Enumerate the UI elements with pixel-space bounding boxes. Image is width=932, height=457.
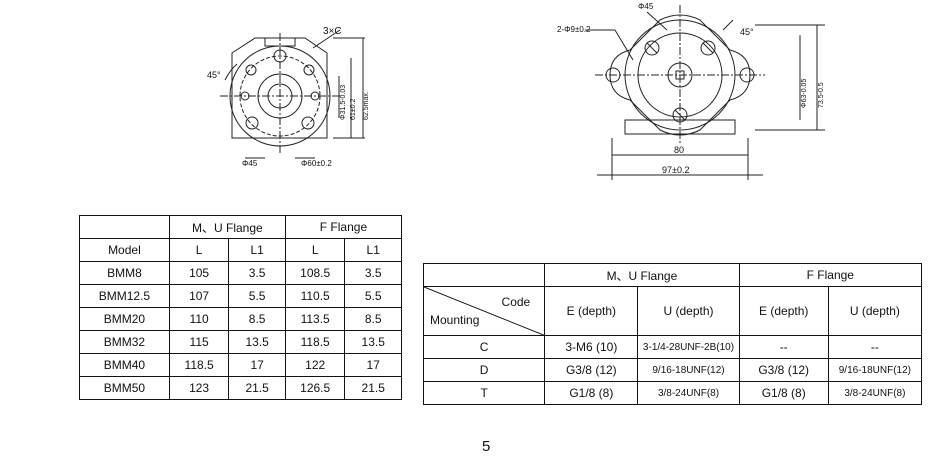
left-dim3-label: 62.5max. — [363, 91, 370, 120]
model-cell: BMM50 — [79, 376, 170, 400]
value-cell: -- — [738, 335, 829, 359]
col-u-depth-header: U (depth) — [637, 286, 740, 336]
left-dim1-label: Φ31.5-0.03 — [340, 85, 347, 120]
value-cell: 118.5 — [168, 353, 230, 377]
value-cell: 8.5 — [344, 307, 402, 331]
right-width2-label: 97±0.2 — [662, 165, 689, 175]
mu-flange-header: M、U Flange — [544, 263, 740, 287]
value-cell: 3/8-24UNF(8) — [637, 381, 740, 405]
value-cell: 3/8-24UNF(8) — [827, 381, 923, 405]
table-row: BMM12.5 107 5.5 110.5 5.5 — [79, 284, 402, 308]
value-cell: 105 — [168, 261, 230, 285]
right-flange-svg: 2-Φ9±0.2 Φ45 45° Φ63-0.05 73.5-0.5 80 97… — [557, 2, 825, 180]
model-cell: BMM8 — [79, 261, 170, 285]
value-cell: 5.5 — [228, 284, 286, 308]
right-dim-v1-label: Φ63-0.05 — [801, 79, 808, 108]
f-flange-header: F Flange — [284, 215, 403, 239]
code-label: Code — [501, 295, 531, 309]
value-cell: 115 — [168, 330, 230, 354]
value-cell: 107 — [168, 284, 230, 308]
value-cell: 9/16-18UNF(12) — [637, 358, 740, 382]
value-cell: G1/8 (8) — [738, 381, 829, 405]
col-e-depth-header: E (depth) — [738, 286, 829, 336]
f-flange-header: F Flange — [738, 263, 923, 287]
value-cell: 122 — [284, 353, 346, 377]
right-dim-v2-label: 73.5-0.5 — [818, 82, 825, 108]
value-cell: G3/8 (12) — [544, 358, 639, 382]
mu-flange-header: M、U Flange — [168, 215, 286, 239]
value-cell: 3-M6 (10) — [544, 335, 639, 359]
col-u-depth-header: U (depth) — [827, 286, 923, 336]
model-cell: BMM20 — [79, 307, 170, 331]
mounting-code-table: M、U Flange F Flange Code Mounting E (dep… — [422, 263, 923, 405]
value-cell: 9/16-18UNF(12) — [827, 358, 923, 382]
value-cell: G3/8 (12) — [738, 358, 829, 382]
col-l-header: L — [284, 238, 346, 262]
value-cell: 110.5 — [284, 284, 346, 308]
table-row: BMM40 118.5 17 122 17 — [79, 353, 402, 377]
model-cell: BMM32 — [79, 330, 170, 354]
table-row: BMM50 123 21.5 126.5 21.5 — [79, 376, 402, 400]
col-l1-header: L1 — [344, 238, 402, 262]
right-holes-label: 2-Φ9±0.2 — [557, 25, 591, 34]
value-cell: 118.5 — [284, 330, 346, 354]
page-number: 5 — [482, 438, 491, 455]
col-e-depth-header: E (depth) — [544, 286, 639, 336]
left-angle-label: 45° — [207, 70, 221, 80]
right-dia-top-label: Φ45 — [638, 2, 654, 11]
table-row: BMM8 105 3.5 108.5 3.5 — [79, 261, 402, 285]
value-cell: 17 — [344, 353, 402, 377]
value-cell: 5.5 — [344, 284, 402, 308]
left-dia-bottom-label: Φ45 — [242, 159, 258, 168]
value-cell: 3-1/4-28UNF-2B(10) — [637, 335, 740, 359]
left-holes-label: 3×C — [323, 26, 342, 37]
value-cell: 3.5 — [344, 261, 402, 285]
value-cell: 126.5 — [284, 376, 346, 400]
value-cell: 8.5 — [228, 307, 286, 331]
value-cell: 108.5 — [284, 261, 346, 285]
value-cell: -- — [827, 335, 923, 359]
table-row: BMM32 115 13.5 118.5 13.5 — [79, 330, 402, 354]
value-cell: 123 — [168, 376, 230, 400]
value-cell: 110 — [168, 307, 230, 331]
code-mounting-corner: Code Mounting — [422, 286, 546, 336]
table-row: D G3/8 (12) 9/16-18UNF(12) G3/8 (12) 9/1… — [422, 358, 923, 382]
value-cell: 21.5 — [228, 376, 286, 400]
table-row: BMM20 110 8.5 113.5 8.5 — [79, 307, 402, 331]
mounting-cell: C — [422, 335, 546, 359]
value-cell: 3.5 — [228, 261, 286, 285]
mounting-cell: D — [422, 358, 546, 382]
table-row: T G1/8 (8) 3/8-24UNF(8) G1/8 (8) 3/8-24U… — [422, 381, 923, 405]
right-width1-label: 80 — [674, 145, 684, 155]
model-dimension-table: M、U Flange F Flange Model L L1 L L1 BMM8… — [79, 215, 403, 400]
right-flange-drawing: 2-Φ9±0.2 Φ45 45° Φ63-0.05 73.5-0.5 80 97… — [555, 0, 845, 185]
table-row: C 3-M6 (10) 3-1/4-28UNF-2B(10) -- -- — [422, 335, 923, 359]
model-cell: BMM12.5 — [79, 284, 170, 308]
col-l-header: L — [168, 238, 230, 262]
value-cell: 21.5 — [344, 376, 402, 400]
col-l1-header: L1 — [228, 238, 286, 262]
corner-empty-cell — [422, 263, 546, 287]
left-flange-drawing: 3×C 45° Φ45 Φ60±0.2 Φ31.5-0.03 61±0.2 62… — [205, 8, 395, 168]
value-cell: 13.5 — [228, 330, 286, 354]
left-dim2-label: 61±0.2 — [350, 99, 357, 120]
value-cell: 113.5 — [284, 307, 346, 331]
value-cell: 17 — [228, 353, 286, 377]
mounting-label: Mounting — [430, 313, 480, 327]
model-cell: BMM40 — [79, 353, 170, 377]
col-model-header: Model — [79, 238, 170, 262]
value-cell: G1/8 (8) — [544, 381, 639, 405]
left-flange-svg: 3×C 45° Φ45 Φ60±0.2 Φ31.5-0.03 61±0.2 62… — [207, 26, 370, 168]
diagonal-line — [424, 287, 546, 336]
right-angle-label: 45° — [740, 27, 754, 37]
left-dia-circle-label: Φ60±0.2 — [301, 159, 332, 168]
value-cell: 13.5 — [344, 330, 402, 354]
corner-empty-cell — [79, 215, 170, 239]
mounting-cell: T — [422, 381, 546, 405]
